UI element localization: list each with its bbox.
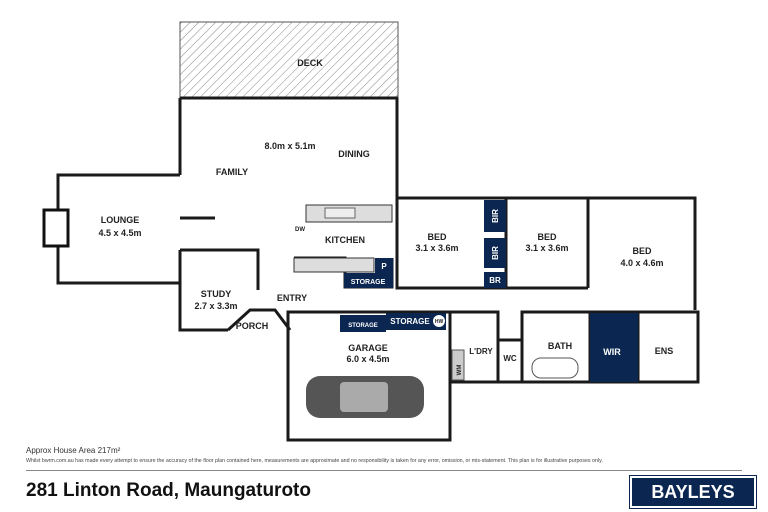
- disclaimer: Whilst bwrm.com.au has made every attemp…: [26, 458, 603, 464]
- sink-icon: [324, 207, 356, 219]
- bath-tub: [531, 357, 579, 379]
- bed1-size: 3.1 x 3.6m: [415, 243, 458, 253]
- fireplace: [42, 208, 70, 248]
- wc-label: WC: [503, 354, 517, 363]
- wir-label: WIR: [603, 347, 621, 357]
- pantry-label: P: [381, 262, 387, 271]
- garage-storage-1: [340, 315, 386, 332]
- porch-label: PORCH: [236, 321, 269, 331]
- bed2-size: 3.1 x 3.6m: [525, 243, 568, 253]
- bir1-label: BIR: [491, 209, 500, 223]
- divider: [26, 470, 742, 471]
- hw-label: HW: [435, 319, 444, 325]
- garage-storage-1-label: STORAGE: [348, 323, 378, 329]
- study-label: STUDY: [201, 289, 232, 299]
- laundry-label: L'DRY: [469, 347, 493, 356]
- garage-label: GARAGE: [348, 343, 388, 353]
- bath-label: BATH: [548, 341, 572, 351]
- wm-label: WM: [457, 365, 463, 376]
- car-icon: [306, 376, 424, 418]
- garage-size: 6.0 x 4.5m: [346, 354, 389, 364]
- deck-label: DECK: [297, 58, 323, 68]
- br: [484, 272, 506, 288]
- bed3-label: BED: [632, 246, 652, 256]
- bir2-label: BIR: [491, 246, 500, 260]
- study-size: 2.7 x 3.3m: [194, 301, 237, 311]
- family-size: 8.0m x 5.1m: [264, 141, 315, 151]
- pantry: [375, 258, 393, 273]
- bayleys-logo: BAYLEYS: [629, 475, 757, 509]
- garage-storage-2-label: STORAGE: [390, 317, 430, 326]
- dw-label: DW: [295, 227, 305, 233]
- garage-storage-2: [386, 313, 446, 330]
- entry-label: ENTRY: [277, 293, 307, 303]
- bir-1: [484, 200, 506, 232]
- lounge-size: 4.5 x 4.5m: [98, 228, 141, 238]
- bed1-label: BED: [427, 232, 447, 242]
- bir-2: [484, 238, 506, 268]
- bed2-label: BED: [537, 232, 557, 242]
- cooktop-bench: [293, 257, 375, 273]
- kitchen-label: KITCHEN: [325, 235, 365, 245]
- br-label: BR: [489, 276, 501, 285]
- deck: [179, 21, 399, 99]
- bed3-size: 4.0 x 4.6m: [620, 258, 663, 268]
- property-address: 281 Linton Road, Maungaturoto: [26, 480, 311, 501]
- ens-label: ENS: [655, 346, 674, 356]
- kitchen-storage-label: STORAGE: [351, 279, 386, 286]
- family-label: FAMILY: [216, 167, 248, 177]
- dining-label: DINING: [338, 149, 370, 159]
- hot-water-icon: [433, 315, 445, 327]
- house-area: Approx House Area 217m²: [26, 446, 121, 455]
- kitchen-storage: [344, 273, 393, 288]
- lounge-label: LOUNGE: [101, 215, 140, 225]
- washing-machine: [451, 349, 465, 381]
- wir: [590, 313, 638, 382]
